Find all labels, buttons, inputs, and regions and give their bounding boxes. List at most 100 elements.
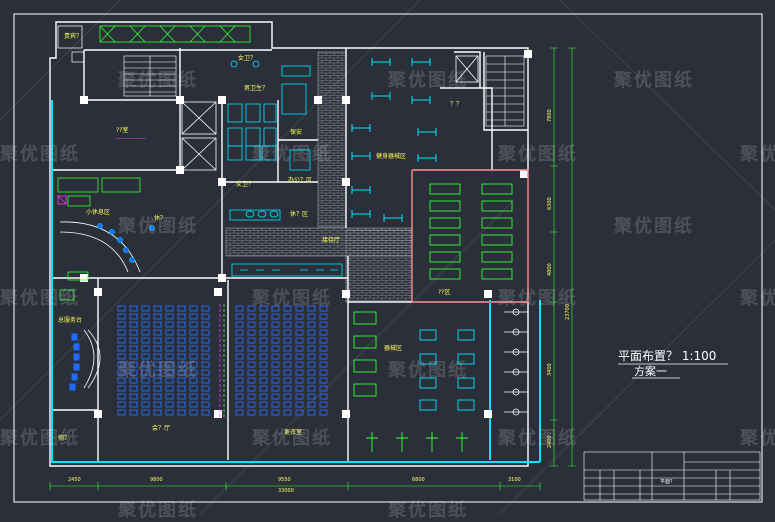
gym-zone-outline <box>411 169 529 303</box>
seat <box>271 329 280 336</box>
seat <box>141 329 150 336</box>
seat <box>295 393 304 400</box>
room-label-cardio: 器械区 <box>384 345 403 352</box>
seat <box>201 337 210 344</box>
seat <box>117 393 126 400</box>
seat <box>165 377 174 384</box>
machines-middle <box>419 329 475 411</box>
seat <box>165 321 174 328</box>
seat <box>153 393 162 400</box>
wc-fixtures <box>227 60 311 221</box>
dim-right-1: 7800 <box>547 109 553 122</box>
bikes-bottom <box>366 432 468 452</box>
seat <box>153 345 162 352</box>
seat <box>307 345 316 352</box>
seat <box>117 361 126 368</box>
seat <box>247 329 256 336</box>
room-label-gym: ??区 <box>438 289 451 296</box>
seat <box>165 329 174 336</box>
seat <box>177 409 186 416</box>
seat <box>189 321 198 328</box>
seat <box>319 313 328 320</box>
seat <box>283 313 292 320</box>
seat <box>141 353 150 360</box>
seat <box>271 305 280 312</box>
seat <box>235 385 244 392</box>
seat <box>307 305 316 312</box>
seat <box>153 409 162 416</box>
seat <box>247 361 256 368</box>
seat <box>153 305 162 312</box>
seat <box>201 329 210 336</box>
room-label-weights: 健身器械区 <box>376 153 407 160</box>
seat <box>247 385 256 392</box>
seat <box>177 353 186 360</box>
seat <box>247 409 256 416</box>
bed <box>481 251 513 263</box>
seat <box>189 345 198 352</box>
seat <box>177 345 186 352</box>
seat <box>307 321 316 328</box>
seat <box>307 377 316 384</box>
seat <box>189 353 198 360</box>
seat <box>201 409 210 416</box>
seat <box>165 369 174 376</box>
seat <box>283 329 292 336</box>
columns <box>80 50 532 418</box>
seat <box>235 345 244 352</box>
weight-machine <box>411 58 431 66</box>
seat <box>259 377 268 384</box>
seat <box>271 401 280 408</box>
seat <box>129 401 138 408</box>
seat <box>319 337 328 344</box>
room-label-dressing: 更衣室 <box>284 429 303 436</box>
seat <box>259 305 268 312</box>
seat <box>307 313 316 320</box>
seat <box>177 329 186 336</box>
seat <box>129 385 138 392</box>
seat <box>319 409 328 416</box>
seat <box>259 329 268 336</box>
seat <box>153 313 162 320</box>
seat <box>259 337 268 344</box>
seat <box>259 361 268 368</box>
lounge-sofas <box>57 177 141 207</box>
seat <box>259 313 268 320</box>
seat <box>307 369 316 376</box>
title-block-frame <box>583 451 761 501</box>
seat <box>259 353 268 360</box>
bed <box>429 234 461 246</box>
stair-right <box>485 55 525 127</box>
seat <box>117 409 126 416</box>
room-label-rest-area: 小休息区 <box>86 209 111 216</box>
room-label-music: 休？区 <box>290 211 309 218</box>
seat <box>283 361 292 368</box>
seat <box>177 313 186 320</box>
seat <box>165 401 174 408</box>
seat <box>235 393 244 400</box>
seat <box>247 313 256 320</box>
seat <box>283 345 292 352</box>
seat <box>271 393 280 400</box>
seat <box>271 345 280 352</box>
seat <box>271 369 280 376</box>
seat <box>117 305 126 312</box>
seat <box>189 305 198 312</box>
seat <box>201 305 210 312</box>
seat <box>177 369 186 376</box>
seat <box>259 369 268 376</box>
seat <box>165 393 174 400</box>
bed <box>481 200 513 212</box>
dim-right-total: 23700 <box>565 304 571 320</box>
seat <box>177 305 186 312</box>
seat <box>177 337 186 344</box>
benches <box>231 263 343 277</box>
seat <box>201 313 210 320</box>
weight-machine <box>371 92 391 100</box>
seat <box>271 337 280 344</box>
seat <box>201 377 210 384</box>
seat <box>283 377 292 384</box>
dimension-lines <box>49 47 576 490</box>
seat <box>235 401 244 408</box>
seat <box>307 361 316 368</box>
